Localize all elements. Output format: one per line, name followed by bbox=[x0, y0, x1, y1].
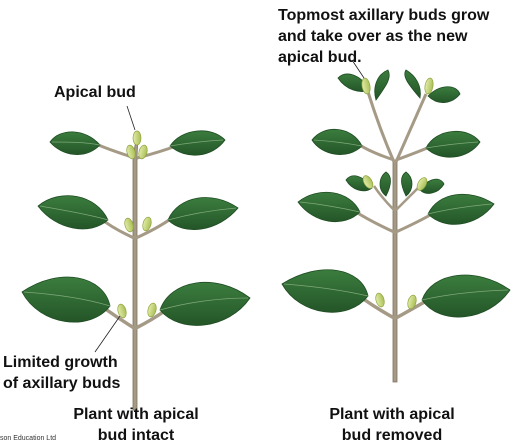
main-stem bbox=[132, 139, 139, 411]
leaf-icon bbox=[49, 131, 101, 155]
bud-icon bbox=[117, 303, 127, 319]
branch bbox=[394, 93, 428, 163]
bud-icon bbox=[407, 294, 417, 310]
branch bbox=[366, 91, 396, 163]
bud-icon bbox=[142, 216, 152, 232]
limited-growth-pointer bbox=[94, 315, 121, 353]
leaf-icon bbox=[427, 193, 495, 225]
bud-icon bbox=[375, 292, 385, 308]
limited-growth-label: Limited growth of axillary buds bbox=[3, 354, 121, 392]
leaf-icon bbox=[281, 269, 369, 313]
bud-icon bbox=[424, 77, 434, 95]
leaf-petiole bbox=[395, 212, 433, 234]
leaf-icon bbox=[419, 178, 445, 194]
bud-icon bbox=[132, 130, 142, 146]
bud-icon bbox=[124, 217, 134, 233]
apical-bud bbox=[126, 130, 148, 160]
leaf-icon bbox=[421, 274, 511, 318]
topmost-pointer bbox=[351, 59, 365, 79]
right-plant-caption: Plant with apical bud removed bbox=[329, 406, 455, 444]
leaf-icon bbox=[167, 197, 239, 230]
leaf-icon bbox=[311, 128, 363, 155]
bud-icon bbox=[362, 175, 374, 189]
leaf-icon bbox=[427, 86, 461, 103]
leaf-petiole bbox=[355, 210, 395, 234]
leaf-icon bbox=[379, 171, 391, 197]
left-plant-caption: Plant with apical bud intact bbox=[73, 406, 199, 444]
bud-icon bbox=[126, 144, 136, 160]
leaf-icon bbox=[425, 130, 481, 158]
leaf-icon bbox=[37, 195, 109, 230]
leaf-icon bbox=[169, 130, 226, 156]
plant-right bbox=[281, 59, 511, 383]
branch bbox=[395, 187, 419, 211]
leaf-icon bbox=[297, 191, 361, 223]
topmost-buds-label: Topmost axillary buds grow and take over… bbox=[278, 7, 490, 66]
leaf-icon bbox=[21, 276, 111, 323]
main-stem bbox=[392, 159, 398, 383]
plant-left bbox=[21, 105, 251, 411]
bud-icon bbox=[138, 144, 148, 160]
leaf-icon bbox=[401, 171, 413, 197]
bud-icon bbox=[147, 302, 157, 318]
bud-icon bbox=[416, 177, 428, 191]
branch bbox=[372, 185, 395, 211]
apical-bud-label: Apical bud bbox=[54, 84, 136, 101]
leaf-icon bbox=[374, 69, 390, 101]
apical-bud-pointer bbox=[126, 105, 136, 131]
leaf-icon bbox=[404, 69, 421, 99]
bud-icon bbox=[361, 77, 371, 95]
leaf-icon bbox=[159, 281, 251, 326]
copyright-credit: son Education Ltd bbox=[0, 435, 57, 442]
leaf-petiole bbox=[135, 216, 173, 240]
